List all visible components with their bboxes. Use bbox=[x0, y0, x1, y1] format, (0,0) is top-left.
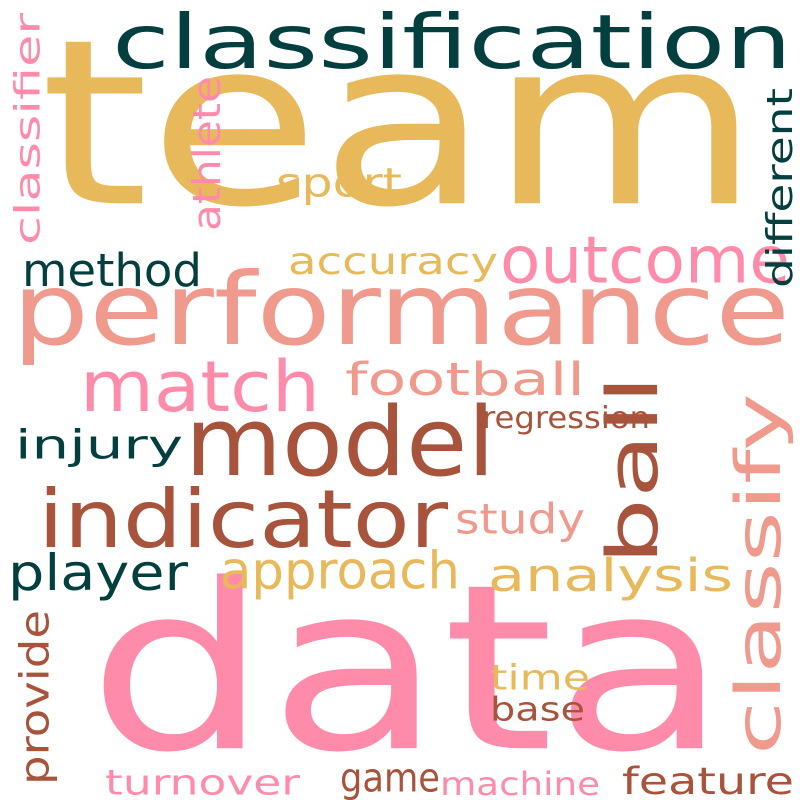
word-classifier: classifier bbox=[6, 12, 48, 246]
word-study: study bbox=[455, 494, 585, 544]
word-performance: performance bbox=[12, 251, 790, 368]
word-turnover: turnover bbox=[105, 761, 300, 800]
word-player: player bbox=[8, 543, 188, 602]
word-injury: injury bbox=[15, 421, 183, 469]
word-outcome: outcome bbox=[500, 222, 790, 299]
word-athlete: athlete bbox=[184, 76, 230, 231]
word-feature: feature bbox=[622, 759, 794, 800]
word-classify: classify bbox=[722, 393, 795, 755]
word-provide: provide bbox=[11, 610, 59, 785]
word-analysis: analysis bbox=[488, 548, 733, 602]
word-football: football bbox=[345, 352, 585, 406]
word-data: data bbox=[88, 534, 728, 800]
word-team: team bbox=[40, 0, 760, 259]
word-method: method bbox=[22, 243, 202, 297]
word-base: base bbox=[490, 690, 585, 729]
word-approach: approach bbox=[220, 540, 460, 602]
word-different: different bbox=[758, 88, 800, 289]
word-time: time bbox=[490, 656, 590, 698]
word-regression: regression bbox=[482, 400, 650, 436]
word-accuracy: accuracy bbox=[288, 239, 498, 283]
word-indicator: indicator bbox=[38, 472, 448, 567]
word-machine: machine bbox=[440, 765, 600, 800]
word-game: game bbox=[340, 754, 440, 800]
word-model: model bbox=[185, 386, 495, 498]
word-match: match bbox=[80, 345, 320, 428]
word-classification: classification bbox=[112, 0, 792, 86]
word-sport: sport bbox=[276, 159, 402, 207]
